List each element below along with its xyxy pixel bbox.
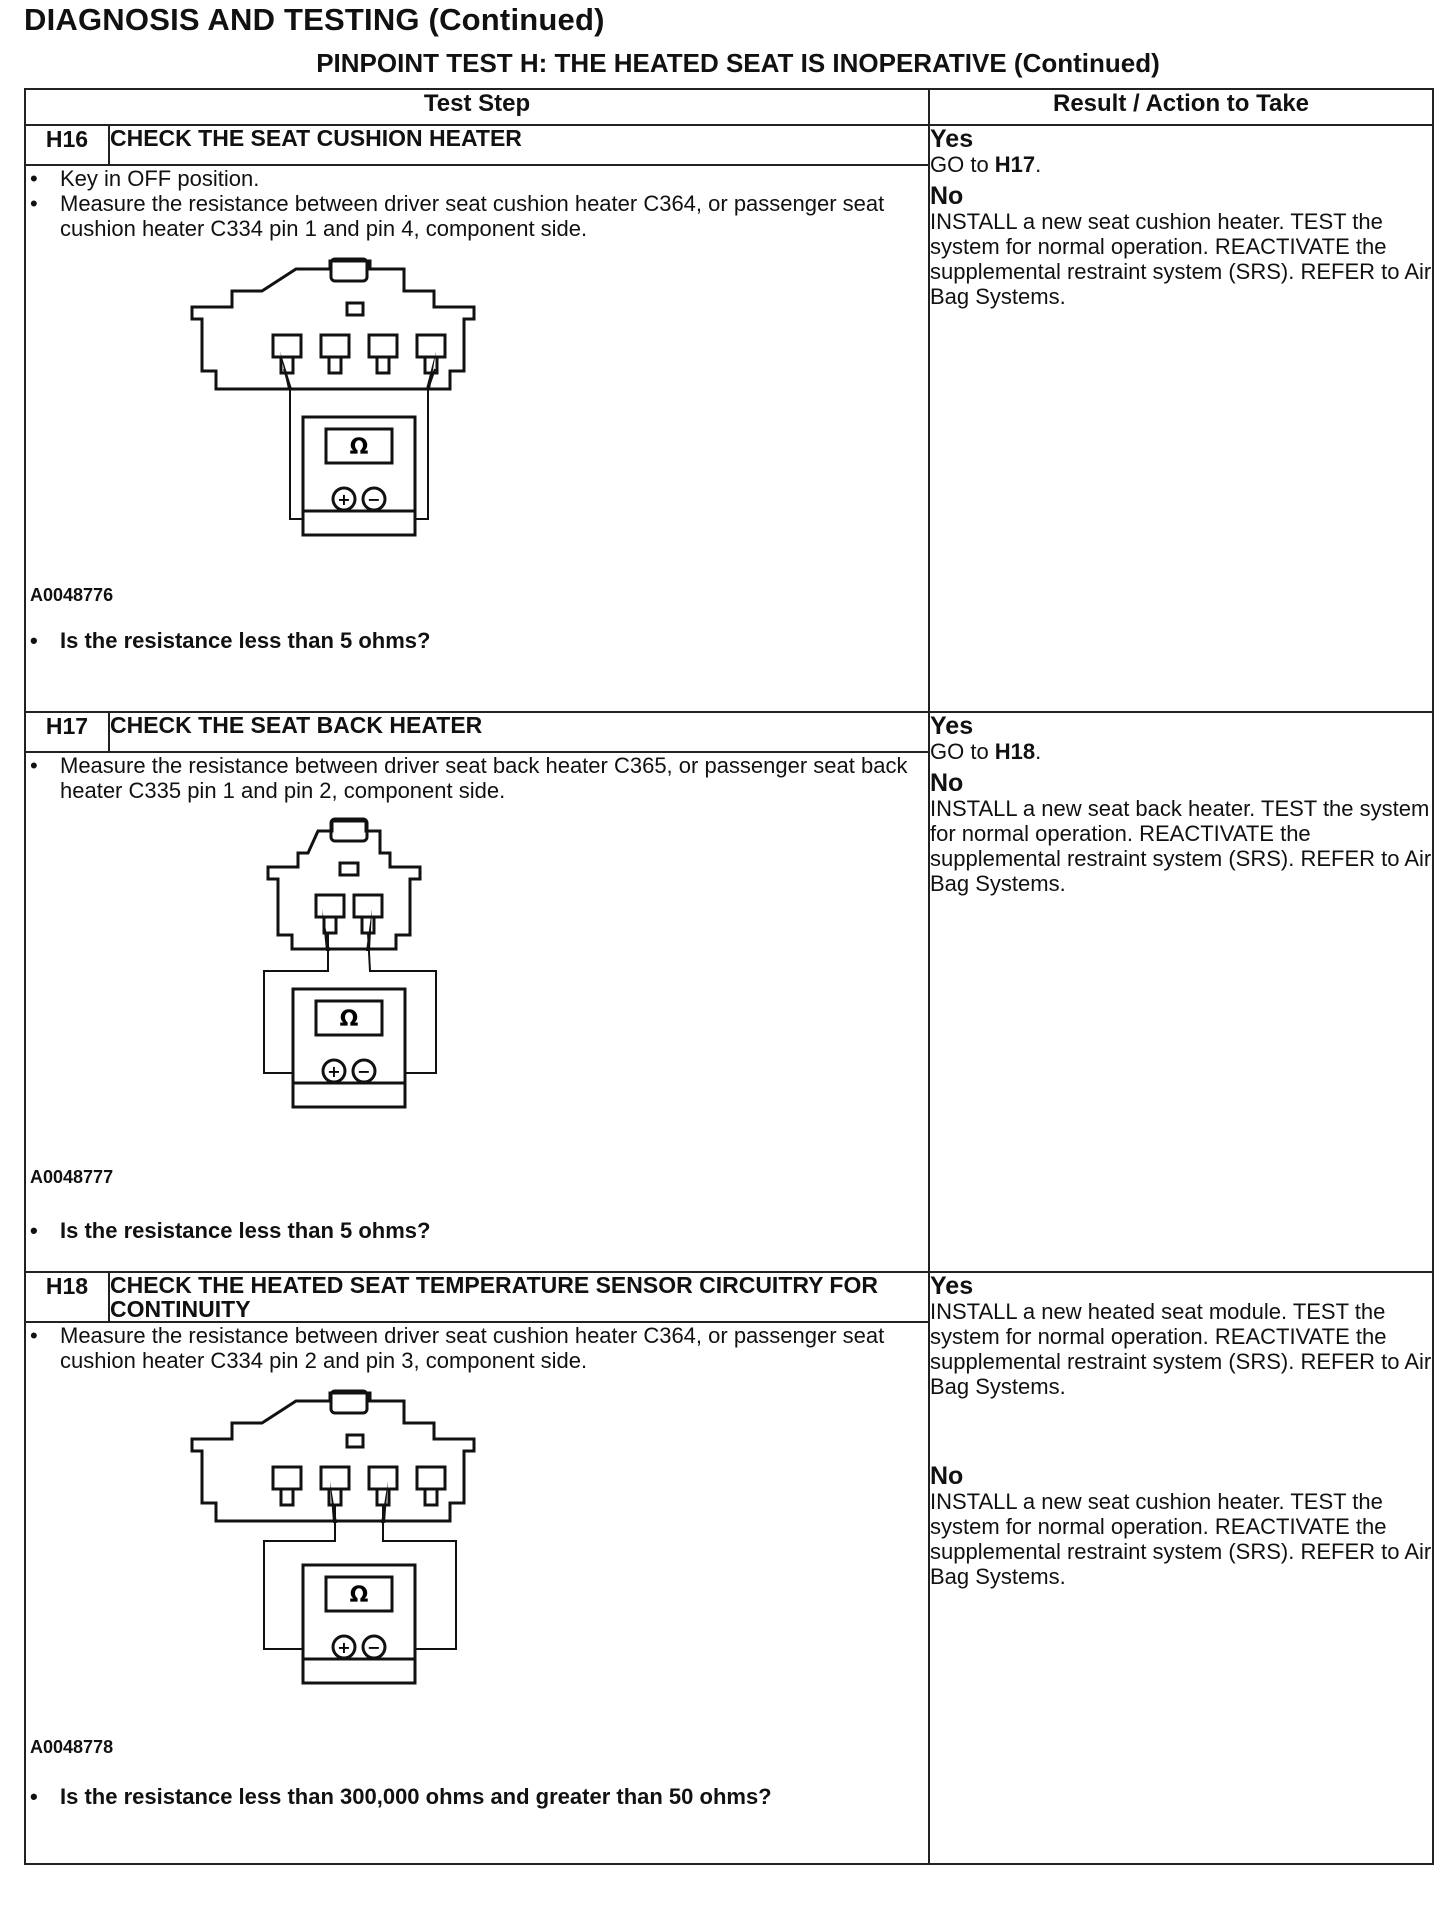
step-code: H17 (24, 711, 110, 753)
no-label: No (930, 769, 964, 797)
no-action: INSTALL a new seat cushion heater. TEST … (930, 1489, 1432, 1589)
bullet-item: Key in OFF position. (26, 166, 928, 191)
step-h18-title-row: H18 CHECK THE HEATED SEAT TEMPERATURE SE… (24, 1271, 1434, 1865)
step-bullets: Measure the resistance between driver se… (26, 1323, 928, 1373)
plus-terminal: + (337, 490, 350, 509)
figure-id: A0048778 (30, 1737, 114, 1757)
step-h18-body-row: Measure the resistance between driver se… (24, 1321, 1433, 1865)
connector-4pin-ohmmeter-diagram: Ω + − (190, 1389, 476, 1685)
step-reference: H17 (994, 152, 1036, 177)
step-code: H16 (24, 124, 110, 166)
minus-terminal: − (367, 490, 380, 509)
minus-terminal: − (357, 1062, 370, 1081)
step-h17-body-row: Measure the resistance between driver se… (24, 751, 1433, 1273)
minus-terminal: − (367, 1638, 380, 1657)
ohm-symbol: Ω (340, 1007, 359, 1032)
yes-label: Yes (930, 712, 974, 740)
bullet-item: Measure the resistance between driver se… (26, 1323, 928, 1373)
ohm-symbol: Ω (350, 1583, 369, 1608)
bullet-item: Measure the resistance between driver se… (26, 191, 928, 241)
yes-action: INSTALL a new heated seat module. TEST t… (930, 1299, 1432, 1399)
yes-action: GO to H18. (930, 739, 1042, 764)
step-h17-body: Measure the resistance between driver se… (24, 751, 930, 1273)
step-question: Is the resistance less than 300,000 ohms… (26, 1784, 928, 1809)
table-header-row: Test Step Result / Action to Take (24, 88, 1434, 126)
no-action: INSTALL a new seat cushion heater. TEST … (930, 209, 1432, 309)
bullet-item: Measure the resistance between driver se… (26, 753, 928, 803)
no-label: No (930, 182, 964, 210)
no-label: No (930, 1462, 964, 1490)
step-code: H18 (24, 1271, 110, 1323)
ohm-symbol: Ω (350, 435, 369, 460)
step-h17-result: Yes GO to H18. No INSTALL a new seat bac… (928, 711, 1434, 1273)
page-title: DIAGNOSIS AND TESTING (Continued) (24, 2, 605, 37)
step-reference: H18 (994, 739, 1036, 764)
pinpoint-test-title: PINPOINT TEST H: THE HEATED SEAT IS INOP… (316, 48, 1160, 78)
yes-action: GO to H17. (930, 152, 1042, 177)
column-header-test-step: Test Step (24, 88, 930, 126)
figure-id: A0048776 (30, 585, 114, 605)
column-header-result: Result / Action to Take (928, 88, 1434, 126)
step-h18-body: Measure the resistance between driver se… (24, 1321, 930, 1865)
step-h16-body: Key in OFF position. Measure the resista… (24, 164, 930, 713)
step-title: CHECK THE SEAT CUSHION HEATER (108, 124, 930, 166)
step-h16-result: Yes GO to H17. No INSTALL a new seat cus… (928, 124, 1434, 713)
step-bullets: Measure the resistance between driver se… (26, 753, 928, 803)
step-h18-result: Yes INSTALL a new heated seat module. TE… (928, 1271, 1434, 1865)
step-question: Is the resistance less than 5 ohms? (26, 1218, 928, 1243)
no-action: INSTALL a new seat back heater. TEST the… (930, 796, 1432, 896)
step-title: CHECK THE HEATED SEAT TEMPERATURE SENSOR… (108, 1271, 930, 1323)
step-bullets: Key in OFF position. Measure the resista… (26, 166, 928, 241)
connector-2pin-ohmmeter-diagram: Ω + − (263, 817, 437, 1109)
step-title: CHECK THE SEAT BACK HEATER (108, 711, 930, 753)
step-h17-title-row: H17 CHECK THE SEAT BACK HEATER Yes GO to… (24, 711, 1434, 1273)
pinpoint-test-table: Test Step Result / Action to Take H16 CH… (24, 88, 1434, 1865)
step-h16-title-row: H16 CHECK THE SEAT CUSHION HEATER Yes GO… (24, 124, 1434, 713)
figure-id: A0048777 (30, 1167, 114, 1187)
yes-label: Yes (930, 1272, 974, 1300)
yes-label: Yes (930, 125, 974, 153)
step-question: Is the resistance less than 5 ohms? (26, 628, 928, 653)
step-h16-body-row: Key in OFF position. Measure the resista… (24, 164, 1433, 713)
plus-terminal: + (337, 1638, 350, 1657)
connector-4pin-ohmmeter-diagram: Ω + − (190, 257, 476, 537)
plus-terminal: + (327, 1062, 340, 1081)
